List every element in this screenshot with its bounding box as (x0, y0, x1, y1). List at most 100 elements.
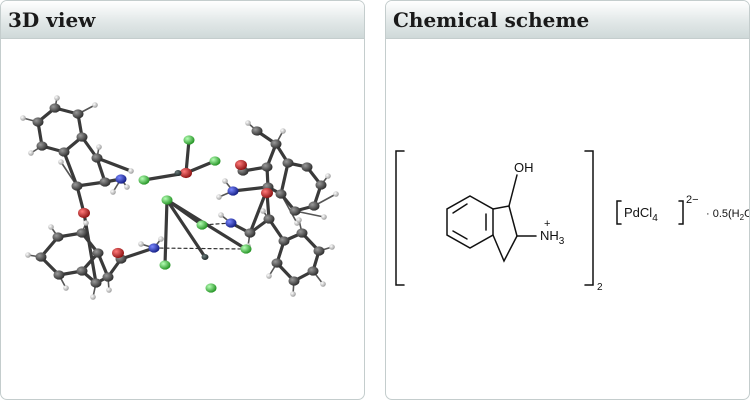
hydrogen-atom (28, 150, 34, 156)
carbon-atom (92, 248, 104, 258)
hydrogen-atom (96, 144, 102, 150)
anion-left-bracket (616, 200, 622, 225)
chlorine-atom (161, 195, 173, 205)
chlorine-atom (205, 283, 217, 293)
hydrogen-atom (260, 208, 266, 214)
carbon-atom (102, 272, 114, 282)
oxygen-atom (78, 207, 90, 219)
bond (231, 185, 270, 193)
carbon-atom (278, 236, 290, 246)
hydrogen-atom (128, 168, 134, 174)
nitrogen-atom (148, 243, 160, 253)
hydrogen-atom (320, 281, 326, 287)
panel-header: Chemical scheme (386, 1, 749, 39)
carbon-atom (49, 103, 61, 113)
palladium-atom (201, 254, 209, 260)
cation-count-subscript: 2 (597, 282, 603, 293)
bond (165, 198, 207, 259)
bond (62, 150, 79, 188)
anion-charge: 2− (686, 194, 699, 206)
bond (163, 198, 169, 267)
hydrogen-atom (325, 173, 331, 179)
chemical-scheme-drawing: OH NH3 + 2 PdCl4 2− · 0.5(H2O) (395, 150, 749, 293)
chlorine-atom (196, 220, 208, 230)
panel-title: 3D view (8, 7, 96, 32)
hydrogen-atom (280, 128, 286, 134)
bond (279, 161, 290, 196)
hydrogen-atom (138, 241, 144, 247)
hydrogen-atom (216, 194, 222, 200)
nitrogen-atom (227, 186, 239, 196)
carbon-atom (282, 158, 294, 168)
carbon-atom (271, 258, 283, 268)
c-oh-bond (508, 174, 518, 207)
chlorine-atom (240, 244, 252, 254)
carbon-atom (58, 147, 70, 157)
nitrogen-atom (225, 218, 237, 228)
carbon-atom (76, 228, 88, 238)
hydrate-label: · 0.5(H2O) (706, 208, 749, 222)
hydrogen-atom (92, 102, 98, 108)
anion-right-bracket (678, 200, 684, 225)
five-membered-ring (492, 205, 518, 263)
carbon-atom (76, 266, 88, 276)
carbon-atom (72, 109, 84, 119)
carbon-atom (244, 228, 256, 238)
hydrogen-atom (58, 159, 64, 165)
carbon-atom (251, 126, 263, 136)
hydrogen-atom (333, 191, 339, 197)
atom-layer (20, 95, 339, 300)
oxygen-atom (112, 247, 124, 259)
hydrogen-atom (222, 178, 228, 184)
hydrogen-atom (158, 236, 164, 242)
bond (119, 246, 156, 261)
chlorine-atom (159, 260, 171, 270)
hydrogen-atom (110, 189, 116, 195)
carbon-atom (289, 206, 301, 216)
left-bracket (395, 150, 405, 286)
hydrogen-atom (296, 217, 302, 223)
hydrogen-atom (106, 287, 112, 293)
chlorine-atom (183, 135, 195, 145)
hydrogen-atom (245, 120, 251, 126)
carbon-atom (308, 201, 320, 211)
carbon-atom (296, 228, 308, 238)
carbon-atom (263, 214, 275, 224)
chlorine-atom (209, 156, 221, 166)
hydrogen-atom (83, 220, 89, 226)
hydrogen-atom (63, 285, 69, 291)
oxygen-atom (261, 187, 273, 199)
carbon-atom (301, 162, 313, 172)
hydrogen-atom (54, 95, 60, 101)
carbon-atom (36, 141, 48, 151)
bond (95, 156, 133, 173)
panel-chemical-scheme: Chemical scheme OH NH3 + 2 PdCl4 2− · 0.… (385, 0, 750, 400)
carbon-atom (261, 162, 273, 172)
carbon-atom (52, 232, 64, 242)
hydrogen-atom (124, 184, 130, 190)
molecule-3d-view (20, 95, 339, 300)
hydrogen-atom (218, 212, 224, 218)
carbon-atom (91, 153, 103, 163)
right-bracket (584, 150, 594, 286)
carbon-atom (53, 270, 65, 280)
panel-3d-view: 3D view (0, 0, 365, 400)
carbon-atom (35, 252, 47, 262)
palladium-atom (174, 170, 182, 176)
carbon-atom (90, 278, 102, 288)
hydroxyl-label: OH (514, 160, 534, 175)
carbon-atom (32, 117, 44, 127)
carbon-atom (71, 181, 83, 191)
panel-header: 3D view (1, 1, 364, 39)
hydrogen-atom (90, 294, 96, 300)
carbon-atom (288, 276, 300, 286)
panel-title: Chemical scheme (393, 7, 590, 32)
hydrogen-atom (321, 214, 327, 220)
carbon-atom (315, 180, 327, 190)
ammonium-charge: + (544, 218, 550, 230)
hydrogen-atom (290, 291, 296, 297)
oxygen-atom (180, 167, 192, 179)
ammonium-label: NH3 (540, 228, 565, 247)
bond (184, 138, 191, 175)
hydrogen-atom (25, 252, 31, 258)
